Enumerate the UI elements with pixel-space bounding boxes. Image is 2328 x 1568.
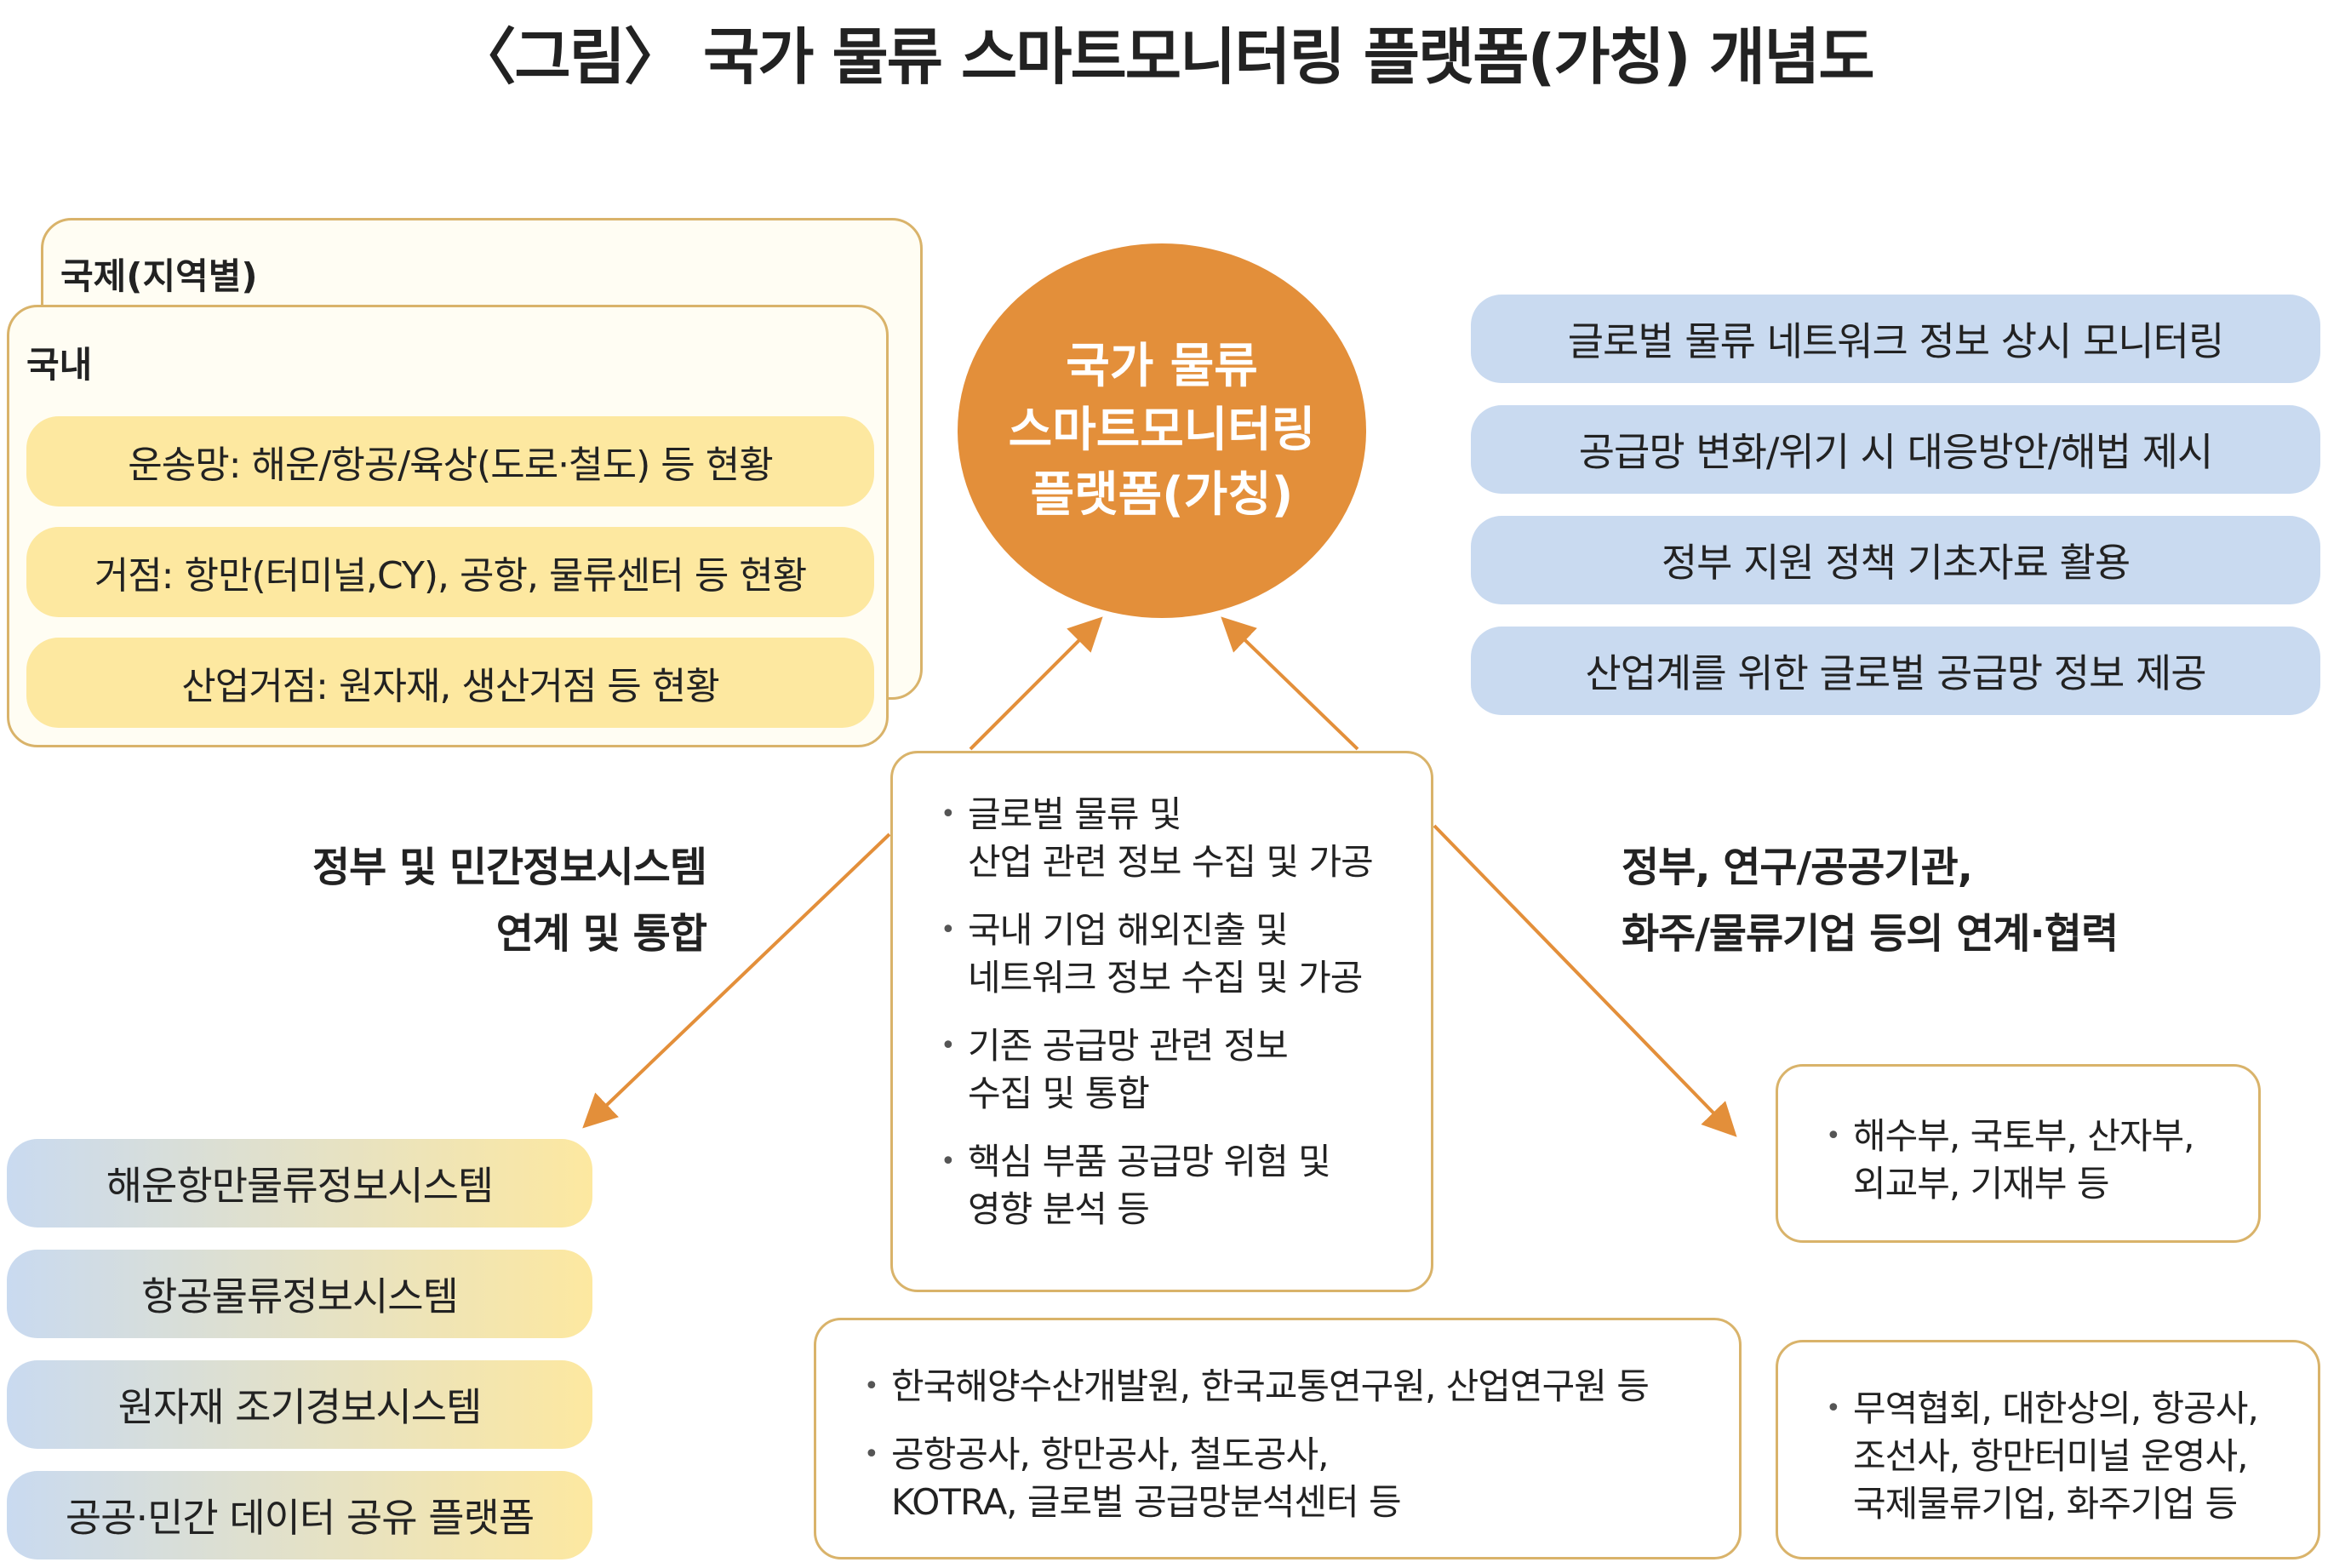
output-item: 정부 지원 정책 기초자료 활용 <box>1471 516 2320 604</box>
domestic-label: 국내 <box>26 344 93 386</box>
international-label: 국제(지역별) <box>60 255 258 297</box>
output-item: 산업계를 위한 글로벌 공급망 정보 제공 <box>1471 627 2320 715</box>
output-item: 공급망 변화/위기 시 대응방안/해법 제시 <box>1471 405 2320 494</box>
left-heading: 정부 및 민간정보시스템 연계 및 통합 <box>312 844 707 958</box>
arrow-to-platform-right <box>1221 616 1359 751</box>
platform-circle: 국가 물류 스마트모니터링 플랫폼(가칭) <box>958 243 1366 618</box>
industry-item: 무역협회, 대한상의, 항공사,조선사, 항만터미널 운영사,국제물류기업, 화… <box>1826 1385 2318 1528</box>
arrow-to-systems <box>582 833 891 1129</box>
platform-label-line: 플랫폼(가칭) <box>1030 466 1294 523</box>
function-item: 핵심 부품 공급망 위험 및영향 분석 등 <box>941 1138 1431 1233</box>
government-box: 해수부, 국토부, 산자부,외교부, 기재부 등 <box>1776 1064 2261 1243</box>
system-item: 공공·민간 데이터 공유 플랫폼 <box>7 1471 592 1559</box>
system-item: 해운항만물류정보시스템 <box>7 1139 592 1228</box>
research-item: 공항공사, 항만공사, 철도공사,KOTRA, 글로벌 공급망분석센터 등 <box>864 1431 1739 1526</box>
data-item: 거점: 항만(터미널,CY), 공항, 물류센터 등 현황 <box>26 527 874 617</box>
arrow-to-platform-left <box>969 616 1103 751</box>
system-item: 항공물류정보시스템 <box>7 1250 592 1338</box>
diagram-title: 〈그림〉 국가 물류 스마트모니터링 플랫폼(가칭) 개념도 <box>455 21 1874 93</box>
government-item: 해수부, 국토부, 산자부,외교부, 기재부 등 <box>1826 1113 2258 1208</box>
research-item: 한국해양수산개발원, 한국교통연구원, 산업연구원 등 <box>864 1363 1739 1411</box>
right-heading: 정부, 연구/공공기관, 화주/물류기업 등의 연계·협력 <box>1622 844 2119 958</box>
domestic-card: 국내 운송망: 해운/항공/육상(도로·철도) 등 현황 거점: 항만(터미널,… <box>7 305 889 747</box>
system-item: 원자재 조기경보시스템 <box>7 1360 592 1449</box>
data-item: 운송망: 해운/항공/육상(도로·철도) 등 현황 <box>26 416 874 506</box>
data-item: 산업거점: 원자재, 생산거점 등 현황 <box>26 638 874 728</box>
function-item: 글로벌 물류 및산업 관련 정보 수집 및 가공 <box>941 791 1431 886</box>
research-box: 한국해양수산개발원, 한국교통연구원, 산업연구원 등 공항공사, 항만공사, … <box>814 1318 1742 1559</box>
output-item: 글로벌 물류 네트워크 정보 상시 모니터링 <box>1471 295 2320 383</box>
platform-label-line: 국가 물류 <box>1066 338 1258 394</box>
industry-box: 무역협회, 대한상의, 항공사,조선사, 항만터미널 운영사,국제물류기업, 화… <box>1776 1340 2320 1559</box>
platform-label-line: 스마트모니터링 <box>1008 403 1316 459</box>
arrow-to-partners <box>1433 824 1737 1137</box>
function-box: 글로벌 물류 및산업 관련 정보 수집 및 가공 국내 기업 해외진출 및네트워… <box>890 751 1433 1292</box>
